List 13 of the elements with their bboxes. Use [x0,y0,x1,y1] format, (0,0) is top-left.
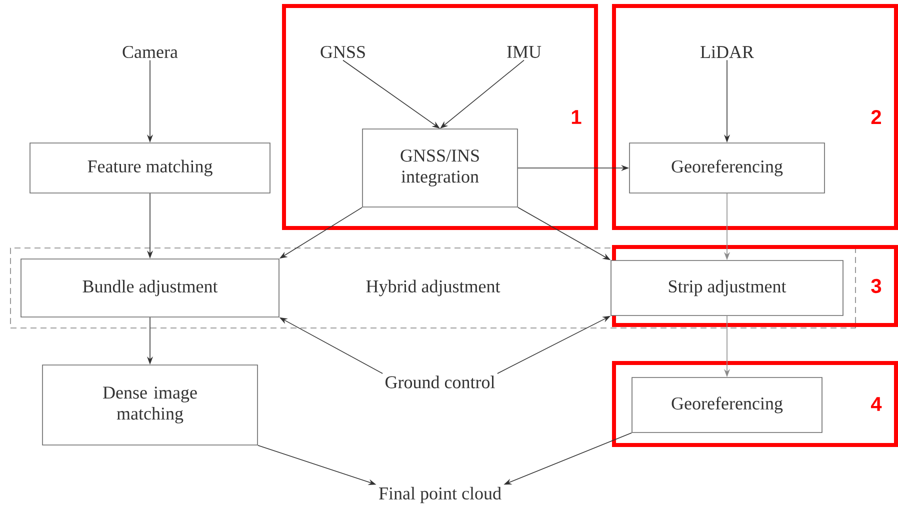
process-box: Dense image matching [42,364,258,446]
text-label: GNSS [320,46,365,58]
process-box: Strip adjustment [610,260,844,316]
text-label: Camera [122,46,178,58]
process-box: Bundle adjustment [20,258,280,318]
process-box: GNSS/INS integration [362,128,518,208]
text-label: IMU [507,46,542,58]
process-box: Georeferencing [629,142,825,194]
process-box: Georeferencing [632,377,822,433]
text-label: LiDAR [700,46,754,58]
process-box: Feature matching [30,142,270,194]
text-label: Ground control [386,376,495,388]
text-label: Final point cloud [379,486,502,504]
